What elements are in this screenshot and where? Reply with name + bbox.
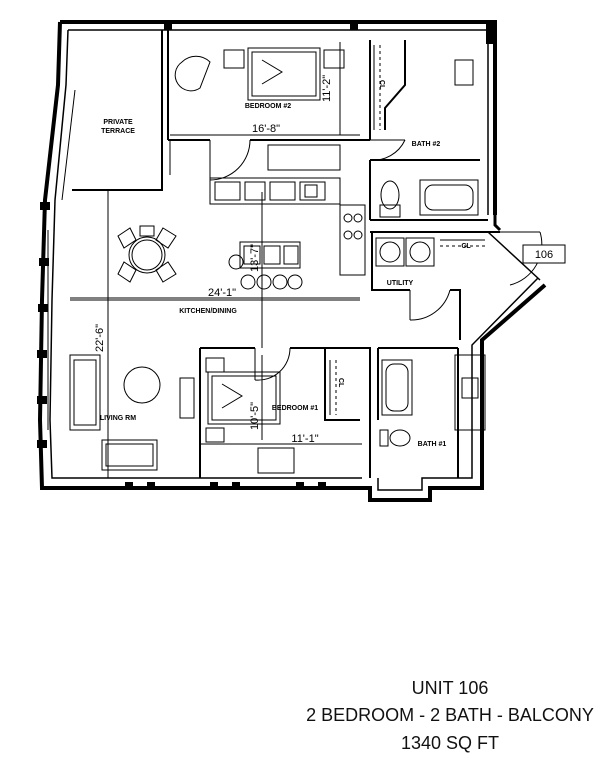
dim-kitchen-width: 24'-1" — [208, 287, 236, 299]
window-mullions — [37, 22, 496, 490]
room-labels: BEDROOM #2 PRIVATE TERRACE BATH #2 CL CL… — [100, 80, 471, 448]
dim-bedroom2-width: 16'-8" — [252, 123, 280, 135]
label-private-terrace-1: PRIVATE — [103, 119, 133, 126]
exterior-walls — [37, 20, 547, 502]
bedroom1-furniture — [205, 357, 337, 474]
label-bath1: BATH #1 — [418, 441, 447, 448]
living-furniture — [69, 299, 360, 471]
label-living-room: LIVING RM — [100, 415, 136, 422]
dim-living-depth: 22'-6" — [94, 324, 106, 352]
dining-table — [117, 225, 177, 283]
dim-bedroom1-width: 11'-1" — [291, 433, 318, 445]
utility-fixtures — [375, 237, 485, 267]
dimension-lines — [70, 42, 362, 478]
unit-tag-number: 106 — [535, 249, 553, 261]
bath2-fixtures — [379, 59, 479, 218]
label-closet-bed2: CL — [378, 80, 385, 90]
label-bedroom1: BEDROOM #1 — [272, 405, 318, 412]
unit-tag: 106 — [522, 244, 566, 264]
caption-square-footage: 1340 SQ FT — [400, 733, 500, 753]
caption-unit-number: UNIT 106 — [411, 678, 489, 698]
dimension-labels: 16'-8" 11'-2" 13'-7" 24'-1" 22'-6" 10'-5… — [94, 75, 333, 445]
kitchen-fixtures — [209, 177, 366, 290]
label-kitchen-dining: KITCHEN/DINING — [179, 308, 237, 315]
label-bedroom2: BEDROOM #2 — [245, 103, 291, 110]
label-closet-utility: CL — [461, 243, 471, 250]
label-closet-bed1: CL — [337, 378, 344, 388]
caption-unit-type: 2 BEDROOM - 2 BATH - BALCONY — [306, 705, 594, 725]
bedroom2-furniture — [174, 45, 381, 171]
label-private-terrace-2: TERRACE — [101, 128, 135, 135]
bath1-fixtures — [379, 354, 486, 447]
label-bath2: BATH #2 — [412, 141, 441, 148]
dim-bedroom2-depth: 11'-2" — [321, 75, 333, 102]
label-utility: UTILITY — [387, 280, 414, 287]
doors — [169, 139, 543, 381]
unit-tag-box — [522, 244, 566, 264]
interior-walls — [72, 30, 500, 478]
dim-kitchen-depth: 13'-7" — [249, 244, 261, 272]
dim-bedroom1-depth: 10'-5" — [249, 402, 261, 430]
